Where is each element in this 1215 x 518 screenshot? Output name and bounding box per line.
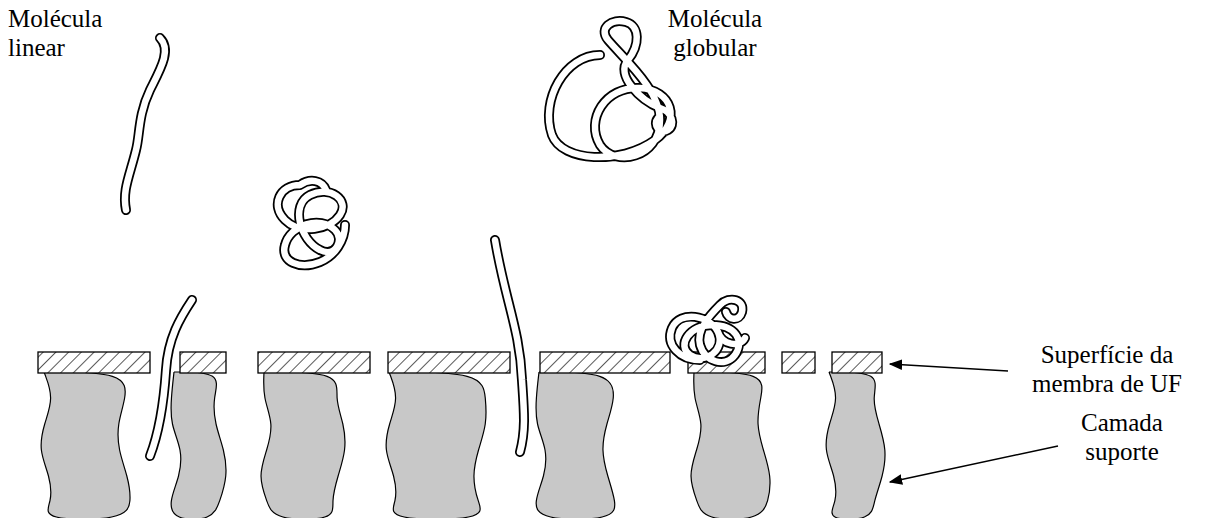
molecule-label: Molécula linear — [8, 4, 138, 62]
layer-label: Superfície da membra de UF — [1012, 340, 1202, 398]
support-pillar — [171, 372, 226, 518]
layer-label: Camada suporte — [1062, 408, 1182, 466]
membrane-segment — [258, 352, 370, 373]
support-pillar — [691, 372, 770, 518]
membrane-segment — [258, 352, 370, 373]
leader-arrow — [890, 446, 1058, 482]
molecule-label: Molécula globular — [640, 4, 790, 62]
membrane-segment — [540, 352, 670, 373]
membrane-segment — [782, 352, 815, 373]
membrane-segment — [832, 352, 882, 373]
membrane-segment — [38, 352, 150, 373]
support-pillar — [536, 372, 615, 518]
support-pillar — [41, 372, 130, 518]
molecules — [125, 21, 745, 456]
membrane-segment — [782, 352, 815, 373]
membrane-segment — [388, 352, 510, 373]
membrane-segment — [38, 352, 150, 373]
molecule — [670, 300, 745, 362]
support-pillar — [826, 372, 885, 518]
molecule — [495, 240, 524, 452]
membrane-segment — [832, 352, 882, 373]
molecule — [150, 300, 192, 456]
molecule — [278, 181, 345, 265]
membrane-segment — [180, 352, 226, 373]
support-pillar — [261, 372, 345, 518]
membrane-segment — [388, 352, 510, 373]
molecule — [549, 21, 672, 157]
support-pillar — [386, 372, 486, 518]
membrane-segment — [180, 352, 226, 373]
leader-arrow — [890, 364, 1008, 371]
membrane-segment — [540, 352, 670, 373]
molecule — [125, 38, 165, 210]
